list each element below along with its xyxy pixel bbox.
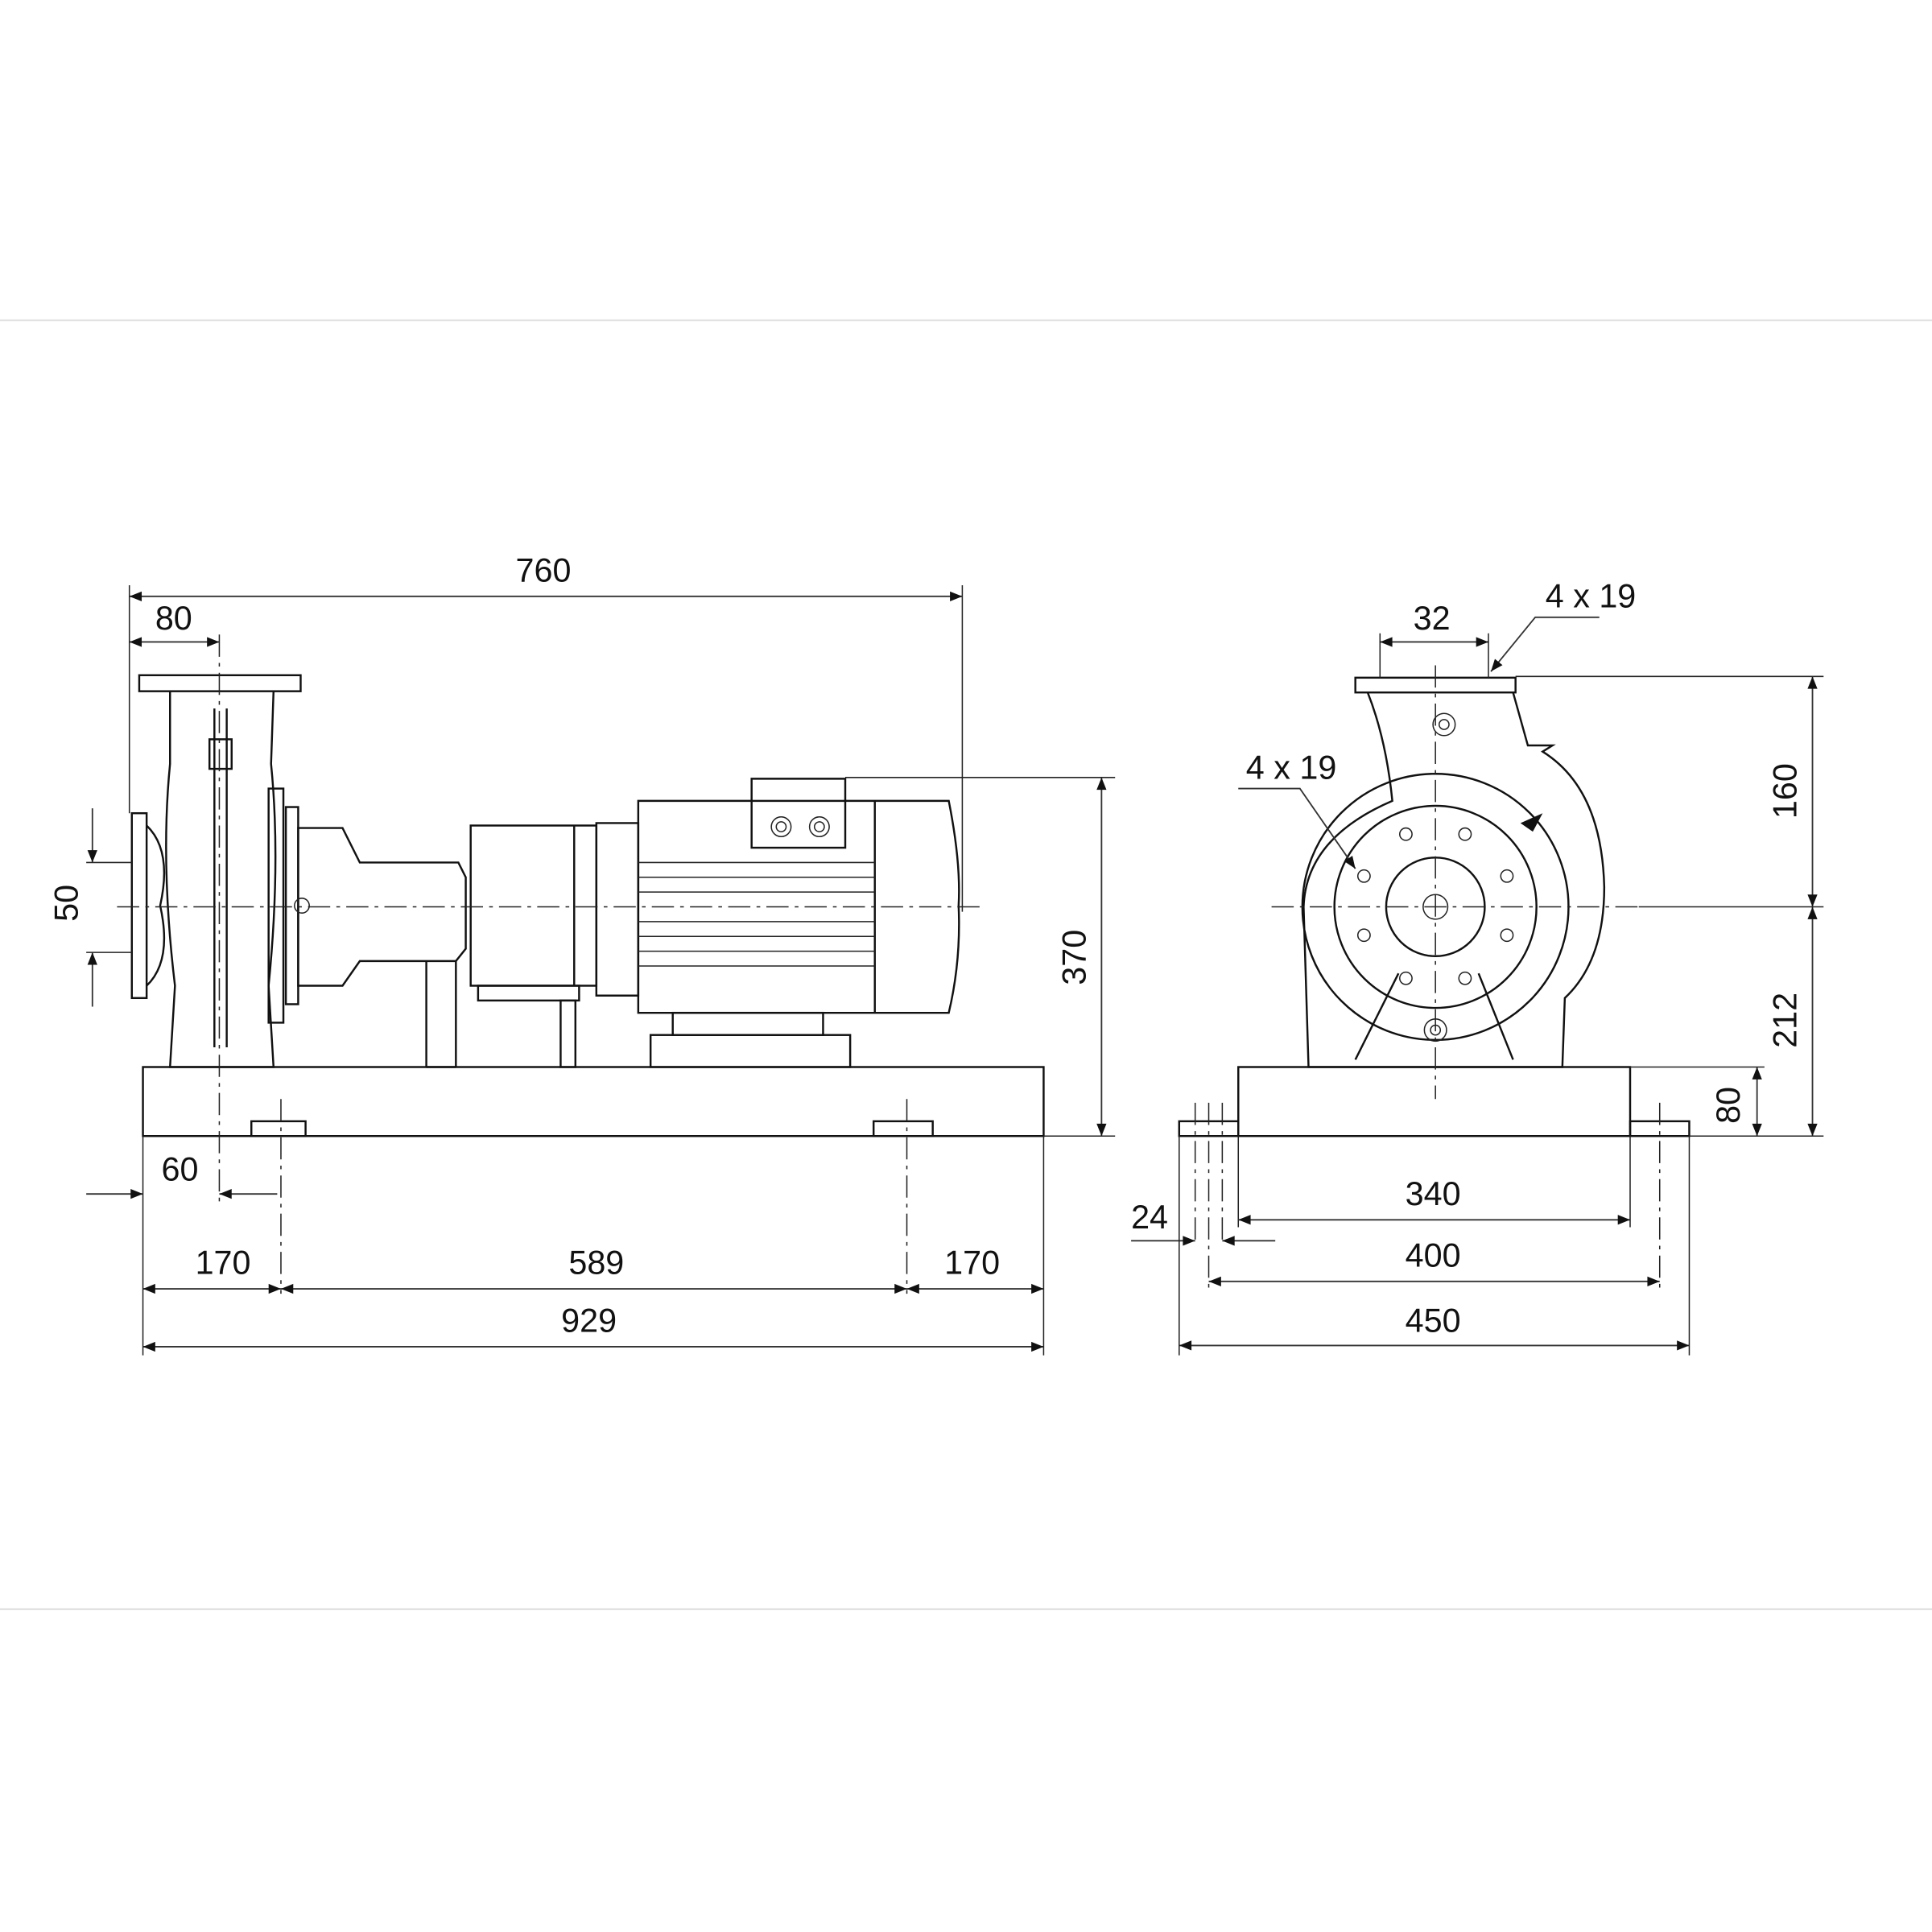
dim-170-left: 170 [196,1245,251,1282]
front-base [1237,1066,1632,1137]
dim-340: 340 [1406,1175,1461,1212]
dim-4x19-left: 4 x 19 [1246,749,1337,786]
front-view: 32 4 x 19 4 x 19 160 212 80 340 24 400 4… [1131,578,1824,1356]
pump-casing [130,674,467,1068]
volute [1302,691,1606,1068]
dim-170-right: 170 [944,1245,1000,1282]
dim-50: 50 [47,885,85,922]
dim-32: 32 [1414,600,1451,637]
motor [595,778,960,1068]
dim-589: 589 [568,1245,624,1282]
dim-212: 212 [1767,993,1804,1048]
dim-160: 160 [1767,763,1804,819]
side-view: 760 80 50 370 60 170 589 170 929 [47,551,1116,1356]
dim-400: 400 [1406,1236,1461,1274]
base-frame [142,1066,1045,1137]
dim-60: 60 [161,1150,198,1187]
dim-450: 450 [1406,1302,1461,1340]
dim-80: 80 [155,600,192,637]
dim-24: 24 [1131,1199,1168,1236]
dim-760: 760 [516,551,572,588]
dim-4x19-top: 4 x 19 [1546,578,1637,615]
dim-929: 929 [561,1302,617,1340]
dim-370: 370 [1055,930,1092,985]
dim-80-base: 80 [1710,1087,1747,1124]
